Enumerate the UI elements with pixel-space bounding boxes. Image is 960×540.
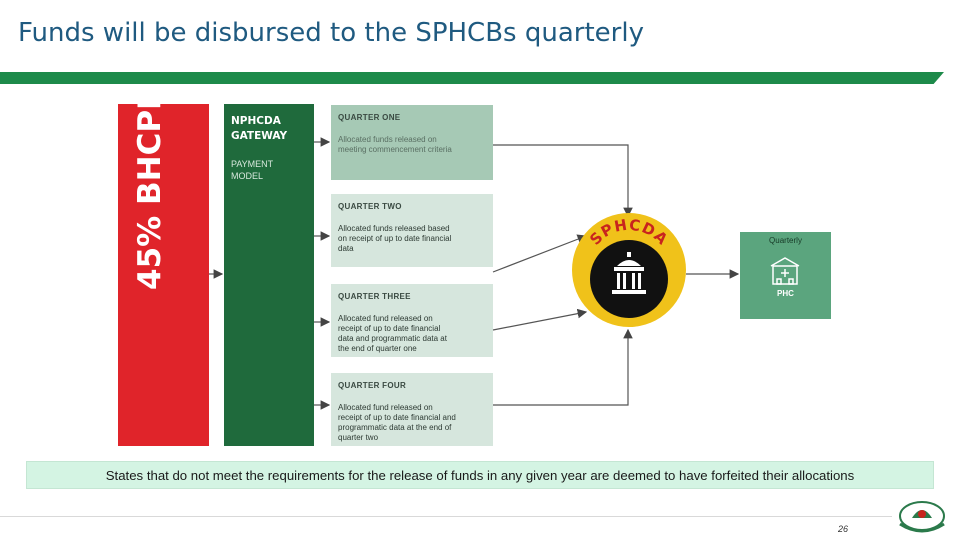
quarter-label: QUARTER ONE: [338, 113, 401, 122]
phc-label: PHC: [777, 289, 794, 298]
gateway-title: NPHCDA GATEWAY: [231, 115, 288, 142]
quarter-three-box: QUARTER THREE Allocated fund released on…: [331, 284, 493, 357]
footer-divider: [0, 516, 892, 517]
nphcda-gateway-block: NPHCDA GATEWAY PAYMENT MODEL: [224, 104, 314, 446]
gateway-subtitle: PAYMENT MODEL: [231, 159, 274, 181]
arrow-q3-to-hub: [492, 308, 588, 331]
quarter-text: Allocated funds released based on receip…: [338, 224, 452, 253]
emblem-logo-icon: [899, 501, 945, 533]
forfeit-note: States that do not meet the requirements…: [26, 461, 934, 489]
page-title: Funds will be disbursed to the SPHCBs qu…: [18, 18, 644, 48]
quarter-text: Allocated funds released on meeting comm…: [338, 135, 452, 154]
sphcda-hub-label: SPHCDA: [586, 216, 672, 249]
arrow-q1-to-hub: [493, 144, 633, 218]
quarter-one-box: QUARTER ONE Allocated funds released on …: [331, 105, 493, 180]
phc-destination-box: Quarterly PHC: [740, 232, 831, 319]
arrow-q2-to-hub: [492, 234, 588, 273]
arrow-q4-to-hub: [493, 328, 633, 406]
quarter-text: Allocated fund released on receipt of up…: [338, 314, 447, 353]
quarter-text: Allocated fund released on receipt of up…: [338, 403, 456, 442]
clinic-icon: [770, 257, 800, 285]
quarter-label: QUARTER THREE: [338, 292, 411, 301]
phc-frequency-label: Quarterly: [769, 236, 802, 245]
quarter-four-box: QUARTER FOUR Allocated fund released on …: [331, 373, 493, 446]
quarter-two-box: QUARTER TWO Allocated funds released bas…: [331, 194, 493, 267]
quarter-label: QUARTER FOUR: [338, 381, 407, 390]
bhcpf-source-block: [118, 104, 209, 446]
building-icon: [612, 252, 646, 294]
page-number: 26: [838, 524, 849, 534]
svg-text:SPHCDA: SPHCDA: [586, 216, 672, 249]
title-accent-bar: [0, 72, 944, 84]
quarter-label: QUARTER TWO: [338, 202, 402, 211]
